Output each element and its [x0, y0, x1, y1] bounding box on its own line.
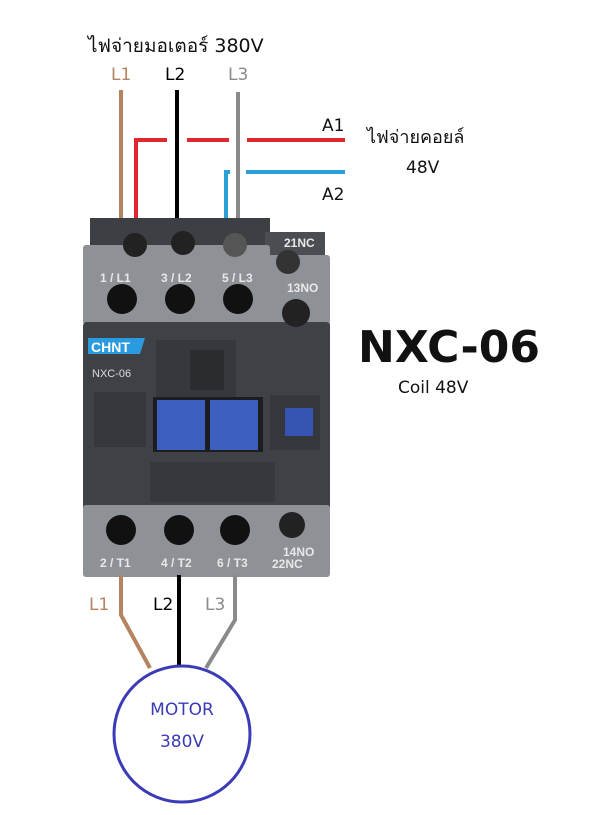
- coil-screw-a2: [223, 233, 247, 257]
- actuator-left: [157, 400, 205, 450]
- l1-out-wire: [119, 575, 152, 669]
- terminal-label-l2: 3 / L2: [161, 271, 192, 285]
- coil-screw-a1: [123, 233, 147, 257]
- motor-supply-label: ไฟจ่ายมอเตอร์ 380V: [86, 35, 264, 57]
- a1-label: A1: [322, 116, 344, 136]
- aux-screw-21nc: [276, 250, 300, 274]
- aux-screw-13no: [282, 299, 310, 327]
- aux-label-22nc: 22NC: [272, 557, 303, 571]
- motor-circle: [112, 664, 252, 804]
- terminal-screw-l2: [165, 284, 195, 314]
- motor-voltage: 380V: [160, 732, 204, 752]
- terminal-label-l1: 1 / L1: [100, 271, 131, 285]
- phase-out-l2: L2: [153, 595, 173, 615]
- aux-label-13no: 13NO: [287, 281, 318, 295]
- phase-out-l3: L3: [205, 595, 225, 615]
- indicator-window: [285, 408, 313, 436]
- terminal-screw-l3: [223, 284, 253, 314]
- contactor: 1 / L1 3 / L2 5 / L3 21NC 13NO CHNT NXC-…: [83, 218, 330, 577]
- bottom-terminal-block: [83, 505, 330, 577]
- l3-out-wire: [204, 575, 237, 670]
- terminal-screw-t1: [106, 515, 136, 545]
- chnt-logo: [88, 338, 145, 354]
- body-recess-left: [94, 392, 146, 447]
- body-lower-panel: [150, 462, 275, 502]
- top-screw: [171, 231, 195, 255]
- actuator-slot: [190, 350, 224, 390]
- coil-supply-label: ไฟจ่ายคอยล์: [365, 126, 464, 148]
- a2-wire: [224, 170, 345, 222]
- phase-in-l2: L2: [165, 65, 185, 85]
- contactor-model-label: NXC-06: [92, 368, 131, 380]
- terminal-label-t1: 2 / T1: [100, 556, 131, 570]
- coil-rating: Coil 48V: [398, 378, 469, 398]
- terminal-screw-t3: [220, 515, 250, 545]
- model-title: NXC-06: [358, 322, 540, 373]
- terminal-screw-l1: [107, 284, 137, 314]
- actuator-right: [210, 400, 258, 450]
- terminal-screw-t2: [164, 515, 194, 545]
- coil-supply-voltage: 48V: [406, 158, 440, 178]
- terminal-label-t2: 4 / T2: [161, 556, 192, 570]
- terminal-label-t3: 6 / T3: [217, 556, 248, 570]
- aux-screw-14no: [279, 512, 305, 538]
- phase-out-l1: L1: [89, 595, 109, 615]
- phase-in-l1: L1: [111, 65, 131, 85]
- brand-logo-text: CHNT: [91, 339, 130, 355]
- aux-label-21nc: 21NC: [284, 236, 315, 250]
- phase-in-l3: L3: [228, 65, 248, 85]
- terminal-label-l3: 5 / L3: [222, 271, 253, 285]
- a1-wire: [134, 138, 345, 222]
- a2-label: A2: [322, 185, 344, 205]
- aux-label-14no: 14NO: [283, 545, 314, 559]
- motor-name: MOTOR: [150, 700, 214, 720]
